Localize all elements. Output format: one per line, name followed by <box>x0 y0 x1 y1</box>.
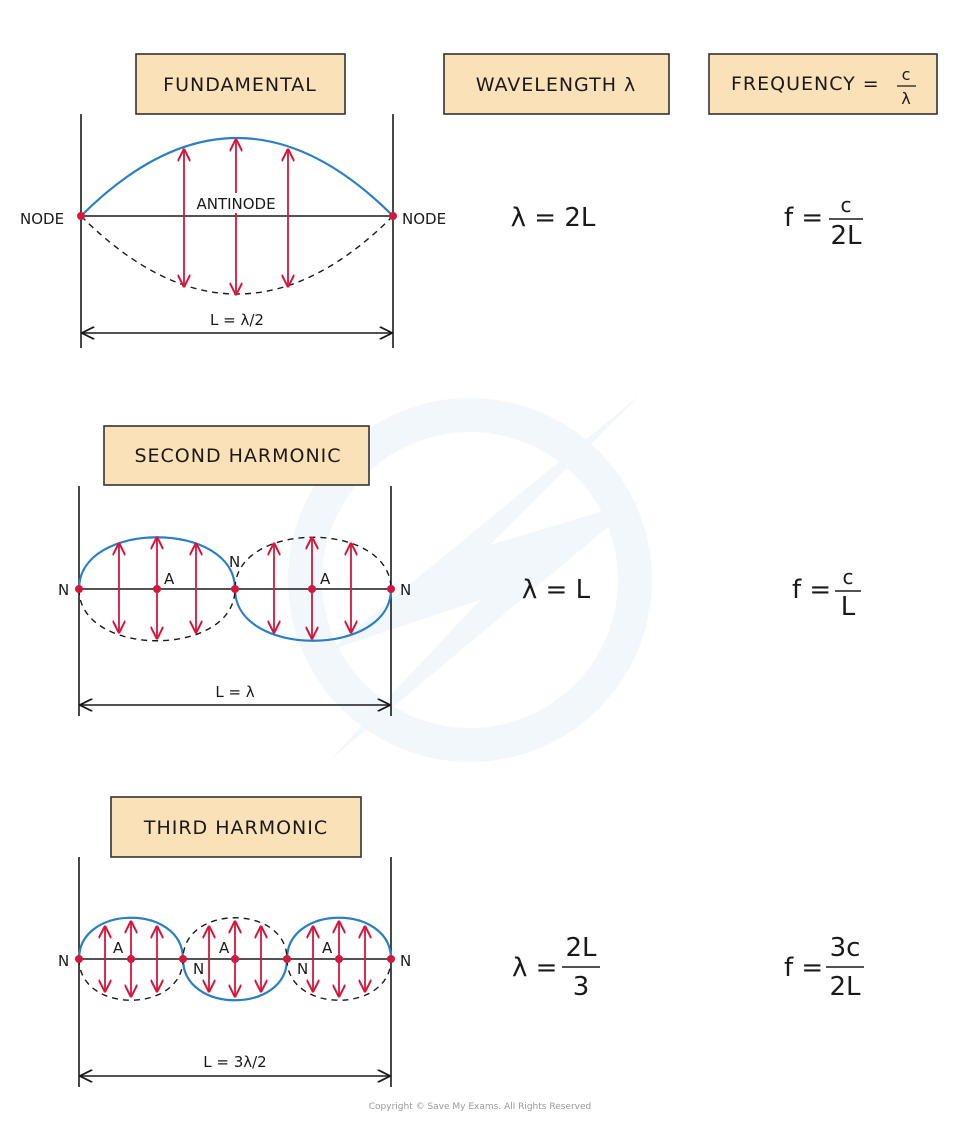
header-second-text: SECOND HARMONIC <box>134 445 341 467</box>
node-dot <box>387 585 395 593</box>
header-second-harmonic: SECOND HARMONIC <box>103 425 370 486</box>
node-label: N <box>400 581 411 599</box>
header-wavelength: WAVELENGTH λ <box>443 53 670 115</box>
antinode-label: A <box>219 939 230 957</box>
watermark-logo <box>288 395 652 762</box>
node-label-right: NODE <box>402 210 446 228</box>
third-wavelength-lhs: λ = <box>512 953 557 983</box>
fundamental-frequency-lhs: f = <box>784 203 823 233</box>
node-dot <box>77 212 85 220</box>
node-dot <box>231 585 239 593</box>
header-frequency-text: FREQUENCY = <box>731 73 880 95</box>
node-label: N <box>400 952 411 970</box>
fundamental-frequency-numerator: c <box>841 193 852 217</box>
antinode-label: A <box>113 939 124 957</box>
antinode-dot <box>127 955 135 963</box>
fundamental-diagram: ANTINODE NODE NODE L = λ/2 <box>20 114 446 348</box>
third-frequency-denominator: 2L <box>829 972 861 1002</box>
third-frequency-lhs: f = <box>784 953 823 983</box>
node-label: N <box>58 952 69 970</box>
second-frequency-numerator: c <box>843 565 854 589</box>
header-frequency: FREQUENCY = c λ <box>708 53 938 115</box>
second-length-label: L = λ <box>215 683 254 701</box>
antinode-label: ANTINODE <box>196 195 275 213</box>
fundamental-length-label: L = λ/2 <box>210 311 264 329</box>
second-wavelength-equation: λ = L <box>522 575 591 605</box>
antinode-dot <box>335 955 343 963</box>
node-dot <box>389 212 397 220</box>
header-third-harmonic: THIRD HARMONIC <box>110 796 362 858</box>
third-harmonic-diagram: N N N N A A A L = 3λ/2 <box>58 857 411 1087</box>
fundamental-wavelength-equation: λ = 2L <box>511 203 596 233</box>
header-fundamental: FUNDAMENTAL <box>135 53 346 115</box>
node-dot <box>387 955 395 963</box>
third-wave-dashed <box>78 917 392 1001</box>
second-frequency-denominator: L <box>841 592 856 622</box>
antinode-label-backdrop <box>187 193 285 213</box>
third-wavelength-numerator: 2L <box>565 933 597 963</box>
antinode-dot <box>231 955 239 963</box>
header-fundamental-text: FUNDAMENTAL <box>163 74 317 96</box>
node-label: N <box>297 960 308 978</box>
antinode-label: A <box>164 570 175 588</box>
third-frequency-numerator: 3c <box>830 933 861 963</box>
node-label: N <box>229 553 240 571</box>
header-frequency-denominator: λ <box>901 89 910 108</box>
second-frequency-lhs: f = <box>792 575 831 605</box>
antinode-label: A <box>322 939 333 957</box>
node-dot <box>75 585 83 593</box>
node-dot <box>283 955 291 963</box>
fundamental-wave-solid <box>80 136 394 217</box>
antinode-dot <box>308 585 316 593</box>
node-label-left: NODE <box>20 210 64 228</box>
node-label: N <box>193 960 204 978</box>
second-harmonic-diagram: N N N A A L = λ <box>58 486 411 716</box>
node-dot <box>179 955 187 963</box>
antinode-dot <box>153 585 161 593</box>
third-wavelength-denominator: 3 <box>573 972 590 1002</box>
fundamental-frequency-denominator: 2L <box>830 221 862 251</box>
antinode-label: A <box>320 570 331 588</box>
node-label: N <box>58 581 69 599</box>
third-length-label: L = 3λ/2 <box>203 1053 266 1071</box>
header-wavelength-text: WAVELENGTH λ <box>476 74 637 96</box>
fundamental-wave-dashed <box>80 215 394 295</box>
node-dot <box>75 955 83 963</box>
header-third-text: THIRD HARMONIC <box>143 817 328 839</box>
header-frequency-numerator: c <box>902 65 911 84</box>
third-wave-solid <box>77 916 393 1002</box>
copyright-text: Copyright © Save My Exams. All Rights Re… <box>369 1102 591 1112</box>
